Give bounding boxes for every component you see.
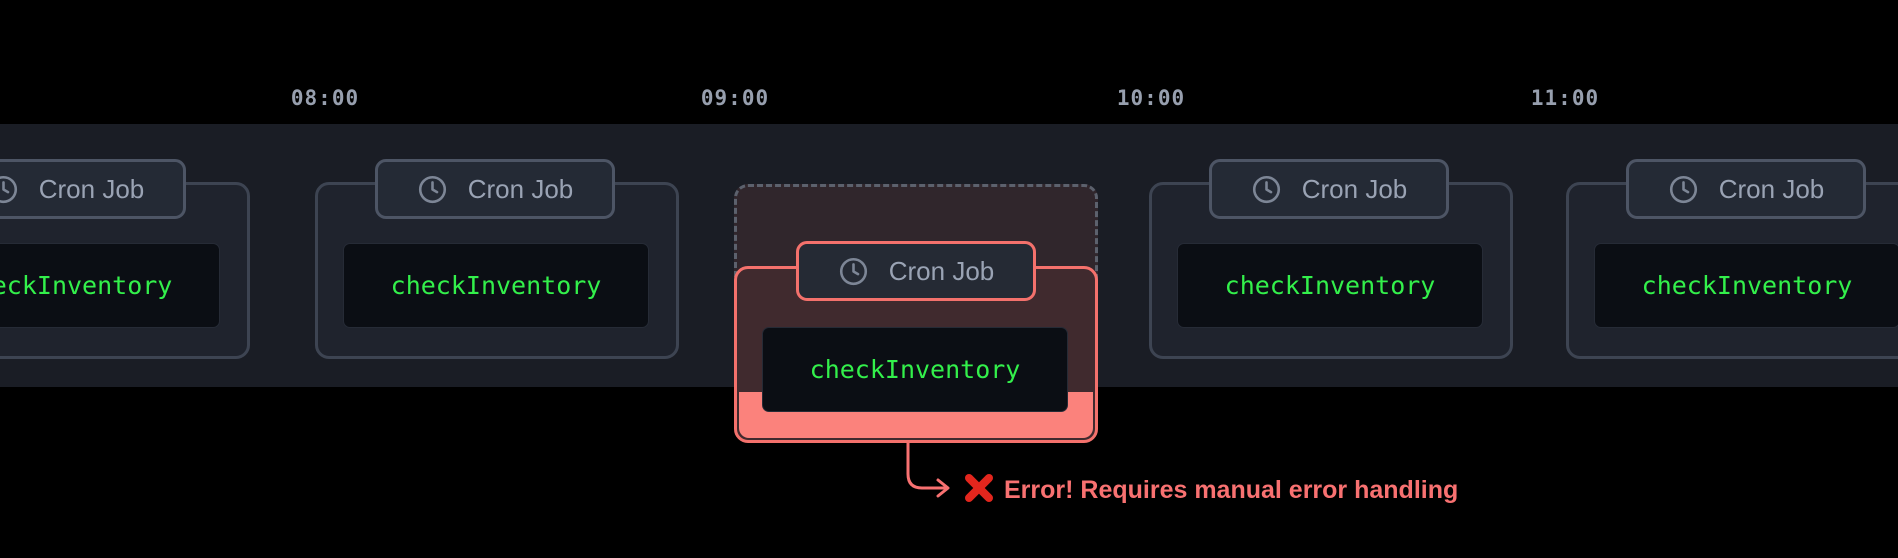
- badge-label: Cron Job: [1718, 173, 1825, 204]
- cron-job-badge: Cron Job: [1626, 159, 1866, 219]
- error-message: Error! Requires manual error handling: [1004, 476, 1459, 504]
- function-name: checkInventory: [1224, 271, 1436, 300]
- function-name: checkInventory: [809, 355, 1021, 384]
- badge-label: Cron Job: [38, 173, 145, 204]
- hour-label-0900: 09:00: [700, 86, 770, 110]
- clock-icon: [1669, 175, 1697, 203]
- hour-label-1100: 11:00: [1530, 86, 1600, 110]
- clock-icon: [418, 175, 446, 203]
- code-block: checkInventory: [762, 327, 1068, 412]
- clock-icon: [839, 257, 867, 285]
- code-block: checkInventory: [1594, 243, 1898, 328]
- badge-label: Cron Job: [1301, 173, 1408, 204]
- cron-job-card: Cron Job checkInventory: [0, 159, 250, 359]
- cron-job-card: Cron Job checkInventory: [315, 159, 679, 359]
- clock-icon: [1252, 175, 1280, 203]
- clock-icon: [0, 175, 17, 203]
- code-block: checkInventory: [0, 243, 220, 328]
- cron-job-badge: Cron Job: [375, 159, 615, 219]
- badge-label: Cron Job: [888, 255, 995, 286]
- cross-mark-icon: [965, 474, 993, 502]
- cron-job-card: Cron Job checkInventory: [1566, 159, 1898, 359]
- function-name: checkInventory: [0, 271, 173, 300]
- hour-label-0800: 08:00: [290, 86, 360, 110]
- function-name: checkInventory: [390, 271, 602, 300]
- badge-label: Cron Job: [467, 173, 574, 204]
- cron-job-badge: Cron Job: [1209, 159, 1449, 219]
- code-block: checkInventory: [1177, 243, 1483, 328]
- code-block: checkInventory: [343, 243, 649, 328]
- hour-label-1000: 10:00: [1116, 86, 1186, 110]
- cron-job-badge: Cron Job: [796, 241, 1036, 301]
- function-name: checkInventory: [1641, 271, 1853, 300]
- elbow-arrow-connector: [906, 438, 950, 498]
- cron-job-badge: Cron Job: [0, 159, 186, 219]
- cron-job-card-failed: Cron Job checkInventory: [734, 241, 1098, 443]
- cron-job-card: Cron Job checkInventory: [1149, 159, 1513, 359]
